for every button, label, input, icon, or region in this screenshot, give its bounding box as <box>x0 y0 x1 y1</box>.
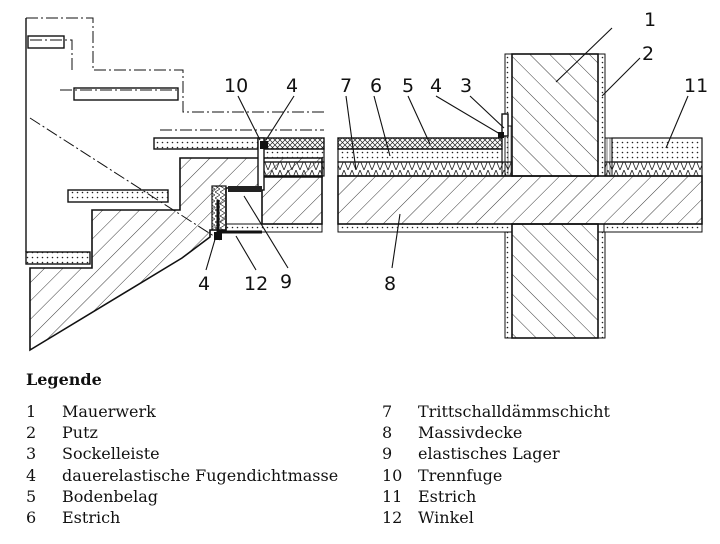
impact-insulation-left <box>337 161 513 177</box>
callout-4-lower: 4 <box>198 273 210 295</box>
callout-9: 9 <box>280 271 292 293</box>
legend-item-text: Massivdecke <box>418 423 523 443</box>
legend-item-10: 10 Trennfuge <box>382 465 610 486</box>
legend-item-number: 2 <box>26 423 37 443</box>
legend-item-number: 3 <box>26 444 37 464</box>
sealant-bead-lower <box>214 232 222 240</box>
edge-strip-right <box>604 137 613 177</box>
legend-item-text: Bodenbelag <box>62 486 159 506</box>
callout-4-left: 4 <box>286 75 298 97</box>
wall-plaster-left-low <box>504 231 513 339</box>
legend-item-5: 5 Bodenbelag <box>26 486 382 507</box>
legend-item-text: dauerelastische Fugendichtmasse <box>62 465 339 485</box>
callout-12: 12 <box>244 273 268 295</box>
stair-outline-upper <box>25 18 179 252</box>
legend-item-6: 6 Estrich <box>26 507 382 528</box>
ceiling-plaster-right <box>337 223 513 233</box>
callout-6: 6 <box>370 75 382 97</box>
legend-item-text: Estrich <box>62 508 121 528</box>
stair-phantom-lines <box>26 17 324 241</box>
callout-4-right: 4 <box>430 75 442 97</box>
callout-5: 5 <box>402 75 414 97</box>
screed-right <box>611 137 703 163</box>
legend-item-2: 2 Putz <box>26 422 382 443</box>
legend-item-number: 10 <box>382 465 403 485</box>
callout-8: 8 <box>384 273 396 295</box>
ceiling-plaster-left <box>225 223 323 233</box>
wall-plaster-right <box>597 53 606 177</box>
construction-section-drawing: 1 2 3 4 5 6 7 8 9 10 4 11 4 12 <box>25 9 708 352</box>
legend-item-text: Winkel <box>418 508 474 528</box>
masonry-wall-upper <box>511 53 599 177</box>
landing-screed <box>261 148 325 163</box>
masonry-wall-lower <box>511 223 599 339</box>
landing-slab <box>261 175 323 225</box>
legend-item-text: Sockelleiste <box>62 444 160 464</box>
legend-item-text: Mauerwerk <box>62 402 156 421</box>
legend-item-text: Putz <box>62 423 98 443</box>
legend-item-12: 12 Winkel <box>382 507 610 528</box>
stair-detail <box>25 17 325 352</box>
callout-3: 3 <box>460 75 472 97</box>
legend-item-11: 11 Estrich <box>382 486 610 507</box>
legend-item-number: 12 <box>382 508 403 528</box>
legend-item-number: 11 <box>382 486 403 506</box>
floor-slab <box>337 175 703 225</box>
legend-item-number: 6 <box>26 508 37 528</box>
wall-plaster-right-low <box>597 231 606 339</box>
legend-item-number: 9 <box>382 444 393 464</box>
landing-insulation <box>261 161 325 177</box>
legend-item-8: 8 Massivdecke <box>382 422 610 443</box>
ceiling-plaster-far <box>603 223 703 233</box>
floor-covering-left <box>337 137 503 150</box>
screed-left <box>337 148 503 163</box>
wall-floor-detail <box>337 53 703 339</box>
sealant-bead-upper <box>260 141 268 149</box>
callout-10: 10 <box>224 75 248 97</box>
callout-labels: 1 2 3 4 5 6 7 8 9 10 4 11 4 12 <box>198 9 708 295</box>
stair-tread-middle <box>67 189 169 203</box>
legend-title: Legende <box>26 370 102 389</box>
callout-2: 2 <box>642 43 654 65</box>
legend-item-9: 9 elastisches Lager <box>382 443 610 464</box>
legend-item-text: elastisches Lager <box>418 444 560 464</box>
bearing-pad-top <box>228 186 262 192</box>
legend-item-text: Trittschalldämmschicht <box>418 402 610 421</box>
legend-item-number: 1 <box>26 402 37 421</box>
callout-11: 11 <box>684 75 708 97</box>
legend-item-7: 7 Trittschalldämmschicht <box>382 401 610 422</box>
legend-item-4: 4 dauerelastische Fugendichtmasse <box>26 465 382 486</box>
legend-column-left: 1 Mauerwerk 2 Putz 3 Sockelleiste 4 dauerela… <box>26 401 382 528</box>
stair-tread-upper <box>153 137 259 150</box>
skirting-board <box>501 113 509 137</box>
legend-item-number: 7 <box>382 402 393 421</box>
legend-item-text: Estrich <box>418 486 477 506</box>
legend-item-number: 8 <box>382 423 393 443</box>
legend-item-number: 5 <box>26 486 37 506</box>
legend: Legende 1 Mauerwerk 2 Putz 3 Sockelleiste 4… <box>26 370 706 528</box>
legend-item-1: 1 Mauerwerk <box>26 401 382 422</box>
callout-1: 1 <box>644 9 656 31</box>
skirting-sealant <box>498 132 504 138</box>
stair-tread-lower <box>25 251 91 265</box>
impact-insulation-right <box>604 161 703 177</box>
landing-covering <box>259 137 325 150</box>
legend-item-number: 4 <box>26 465 37 485</box>
legend-column-right: 7 Trittschalldämmschicht 8 Massivdecke 9 el… <box>382 401 610 528</box>
legend-item-text: Trennfuge <box>418 465 503 485</box>
leader-lines <box>205 27 689 271</box>
callout-7: 7 <box>340 75 352 97</box>
legend-item-3: 3 Sockelleiste <box>26 443 382 464</box>
